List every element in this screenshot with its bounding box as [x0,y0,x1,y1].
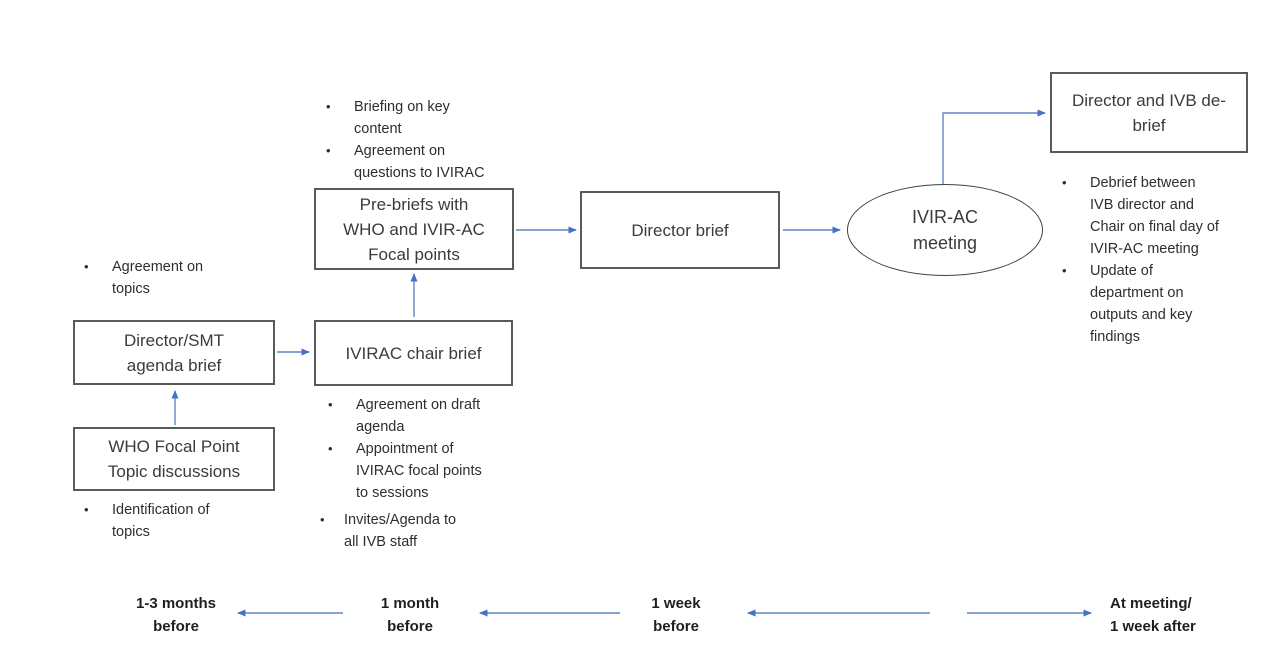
arrow-meeting-to-debrief [942,109,1046,185]
bullet-text: Briefing on key content [354,99,450,137]
timeline-label-line: before [653,618,699,635]
bullet-dot [84,499,112,521]
bullet-dot [328,394,356,416]
node-pre-briefs: Pre-briefs with WHO and IVIR-AC Focal po… [314,188,514,270]
bullet-text: Identification of topics [112,502,210,540]
bullet-item: Appointment of IVIRAC focal points to se… [328,438,496,504]
bullet-item: Update of department on outputs and key … [1062,260,1221,348]
bullet-text: Update of department on outputs and key … [1090,263,1193,345]
bullet-item: Invites/Agenda to all IVB staff [320,509,469,553]
node-ivirac-chair-label: IVIRAC chair brief [345,343,482,363]
bullet-item: Debrief between IVB director and Chair o… [1062,172,1221,260]
timeline-label-line: before [153,618,199,635]
node-debrief: Director and IVB de-brief [1050,72,1248,153]
bullet-item: Agreement on questions to IVIRAC [326,140,494,184]
who-focal-notes: Identification of topics [84,499,227,543]
timeline-label-line: 1 week after [1110,618,1196,635]
timeline-label-at-meeting: At meeting/ 1 week after [1110,592,1196,638]
timeline-label-1-week: 1 week before [651,592,700,638]
bullet-dot [1062,172,1090,194]
bullet-text: Agreement on draft agenda [356,397,481,435]
timeline-label-line: 1 month [380,595,440,612]
timeline-label-1-3-months: 1-3 months before [136,592,216,638]
bullet-dot [326,140,354,162]
bullet-dot [84,256,112,278]
director-smt-notes: Agreement on topics [84,256,222,300]
node-director-brief-label: Director brief [631,220,729,240]
node-ivirac-chair: IVIRAC chair brief [314,320,513,386]
node-ivirac-meeting: IVIR-AC meeting [847,184,1043,276]
pre-briefs-notes: Briefing on key content Agreement on que… [326,96,494,184]
node-ivirac-meeting-label: IVIR-AC meeting [911,207,978,253]
bullet-dot [326,96,354,118]
invites-notes: Invites/Agenda to all IVB staff [320,509,469,553]
bullet-text: Agreement on topics [112,259,204,297]
node-who-focal: WHO Focal Point Topic discussions [73,427,275,491]
timeline-label-line: 1-3 months [135,595,217,612]
debrief-notes: Debrief between IVB director and Chair o… [1062,172,1221,348]
timeline-label-1-month: 1 month before [381,592,439,638]
bullet-dot [328,438,356,460]
node-who-focal-label: WHO Focal Point Topic discussions [107,437,241,481]
bullet-item: Briefing on key content [326,96,494,140]
ivirac-chair-notes: Agreement on draft agenda Appointment of… [328,394,496,504]
timeline-label-line: before [387,618,433,635]
bullet-text: Agreement on questions to IVIRAC [354,143,485,181]
bullet-text: Debrief between IVB director and Chair o… [1090,175,1219,257]
node-pre-briefs-label: Pre-briefs with WHO and IVIR-AC Focal po… [343,194,485,264]
bullet-item: Agreement on draft agenda [328,394,496,438]
timeline-label-line: 1 week [651,595,701,612]
node-director-brief: Director brief [580,191,780,269]
bullet-dot [320,509,344,531]
bullet-text: Appointment of IVIRAC focal points to se… [356,441,482,501]
timeline-label-line: At meeting/ [1110,595,1192,612]
bullet-dot [1062,260,1090,282]
node-director-smt: Director/SMT agenda brief [73,320,275,385]
node-debrief-label: Director and IVB de-brief [1071,90,1226,135]
bullet-text: Invites/Agenda to all IVB staff [344,512,457,550]
node-director-smt-label: Director/SMT agenda brief [123,330,225,375]
bullet-item: Agreement on topics [84,256,222,300]
bullet-item: Identification of topics [84,499,227,543]
